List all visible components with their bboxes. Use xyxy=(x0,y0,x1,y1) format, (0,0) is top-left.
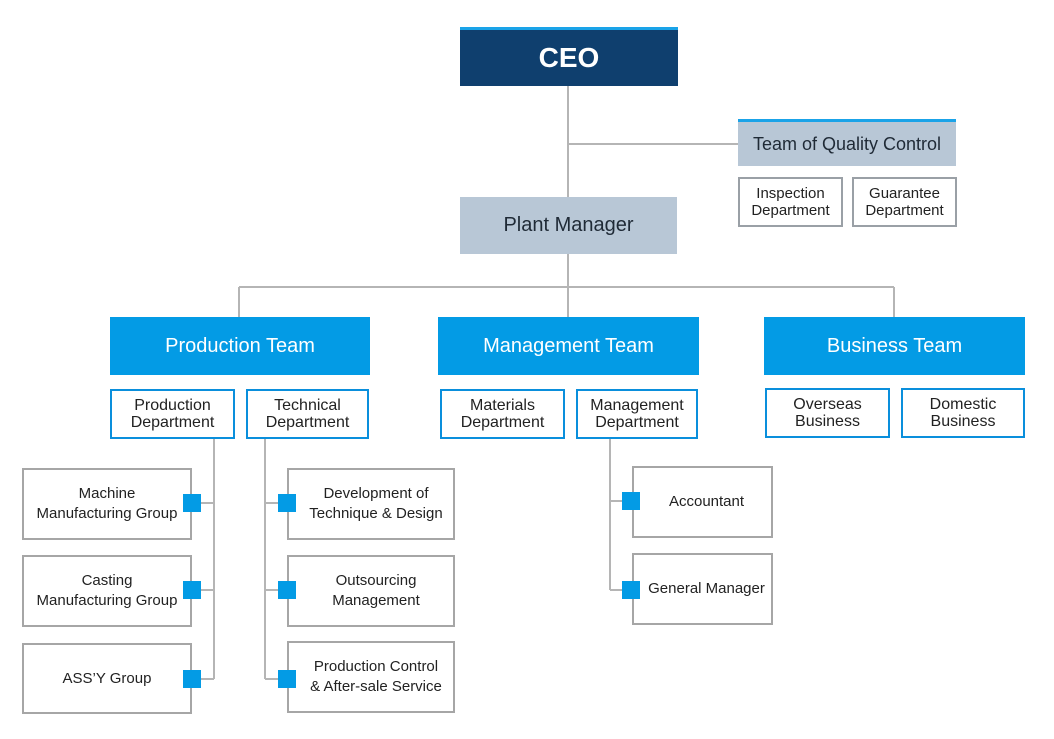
management-department-box: Management Department xyxy=(576,389,698,439)
machine-manufacturing-group-box: Machine Manufacturing Group xyxy=(22,468,192,540)
development-technique-design-box: Development of Technique & Design xyxy=(287,468,455,540)
assy-group-connector-square xyxy=(183,670,201,688)
machine-group-connector-square xyxy=(183,494,201,512)
domestic-business-box: Domestic Business xyxy=(901,388,1025,438)
accountant-box: Accountant xyxy=(632,466,773,538)
ceo-box: CEO xyxy=(460,27,678,86)
business-team-box: Business Team xyxy=(764,317,1025,375)
production-department-box: Production Department xyxy=(110,389,235,439)
assy-group-box: ASS’Y Group xyxy=(22,643,192,714)
production-control-connector-square xyxy=(278,670,296,688)
general-manager-connector-square xyxy=(622,581,640,599)
inspection-department-box: Inspection Department xyxy=(738,177,843,227)
guarantee-department-box: Guarantee Department xyxy=(852,177,957,227)
general-manager-box: General Manager xyxy=(632,553,773,625)
outsourcing-connector-square xyxy=(278,581,296,599)
overseas-business-box: Overseas Business xyxy=(765,388,890,438)
casting-manufacturing-group-box: Casting Manufacturing Group xyxy=(22,555,192,627)
production-team-box: Production Team xyxy=(110,317,370,375)
development-connector-square xyxy=(278,494,296,512)
production-control-box: Production Control & After-sale Service xyxy=(287,641,455,713)
casting-group-connector-square xyxy=(183,581,201,599)
quality-control-box: Team of Quality Control xyxy=(738,119,956,166)
technical-department-box: Technical Department xyxy=(246,389,369,439)
plant-manager-box: Plant Manager xyxy=(460,197,677,254)
management-team-box: Management Team xyxy=(438,317,699,375)
outsourcing-management-box: Outsourcing Management xyxy=(287,555,455,627)
accountant-connector-square xyxy=(622,492,640,510)
materials-department-box: Materials Department xyxy=(440,389,565,439)
